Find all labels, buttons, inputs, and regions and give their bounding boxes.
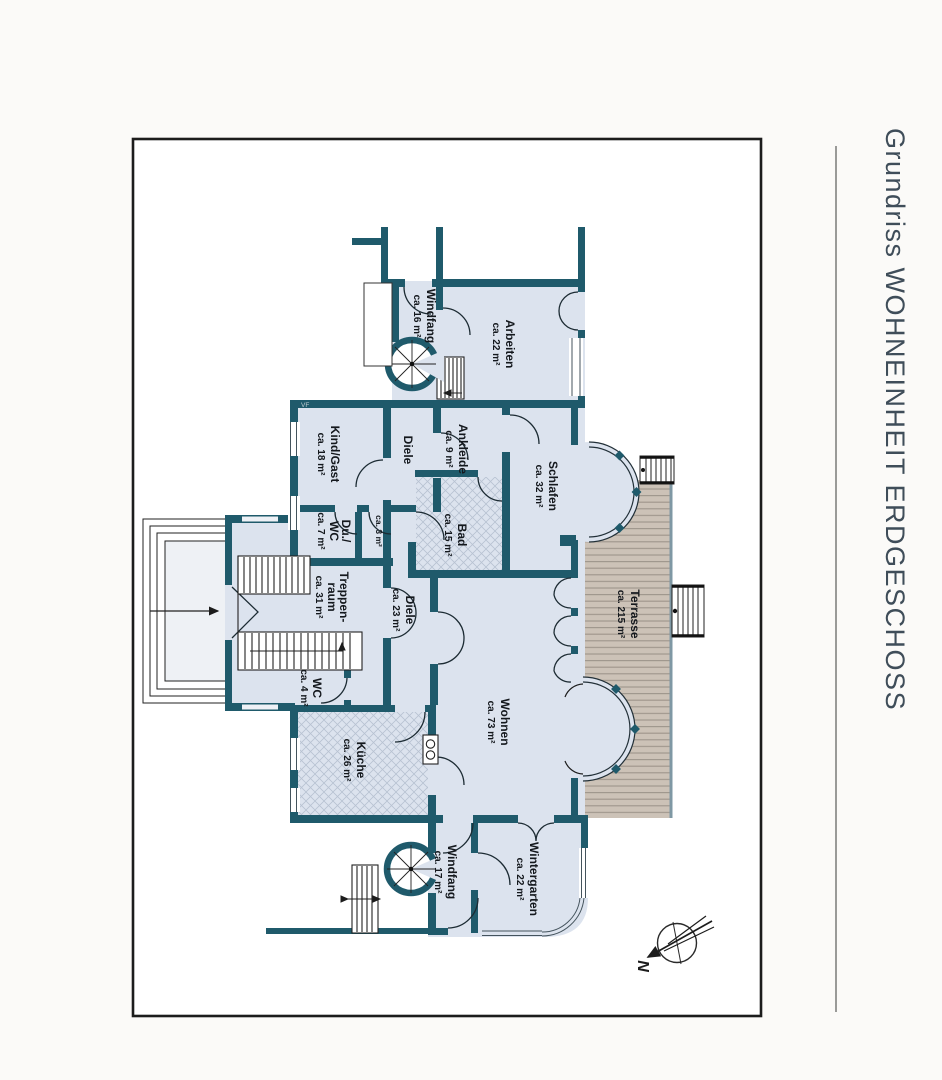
- tiled-floors: [298, 477, 505, 816]
- u-staircase: [237, 555, 363, 671]
- svg-text:ca. 9 m²: ca. 9 m²: [443, 430, 454, 468]
- svg-text:ca. 215 m²: ca. 215 m²: [615, 590, 626, 639]
- svg-text:ca. 22 m²: ca. 22 m²: [514, 858, 525, 901]
- svg-text:Diele: Diele: [401, 436, 415, 465]
- schlafen-bay-window: [539, 441, 642, 543]
- room-label-arbeiten: Arbeiten ca. 22 m²: [490, 320, 517, 369]
- svg-text:ca. 18 m²: ca. 18 m²: [315, 433, 326, 476]
- svg-text:ca. 31 m²: ca. 31 m²: [313, 576, 324, 619]
- room-label-kueche: Küche ca. 26 m²: [341, 739, 368, 782]
- spiral-staircase-bottom: [383, 841, 443, 897]
- room-label-terrasse: Terrasse ca. 215 m²: [615, 589, 642, 638]
- room-label-wohnen: Wohnen ca. 73 m²: [485, 698, 512, 745]
- svg-text:ca. 73 m²: ca. 73 m²: [485, 701, 496, 744]
- room-label-schlafen: Schlafen ca. 32 m²: [533, 461, 560, 511]
- wall-stamp: VF: [301, 402, 309, 409]
- room-label-diele: Diele ca. 23 m²: [390, 589, 417, 632]
- svg-text:ca. 17 m²: ca. 17 m²: [432, 851, 443, 894]
- svg-text:Bad: Bad: [455, 524, 469, 547]
- svg-text:WC: WC: [310, 678, 324, 698]
- room-label-wintergarten: Wintergarten ca. 22 m²: [514, 842, 541, 916]
- svg-text:ca. 7 m²: ca. 7 m²: [315, 512, 326, 550]
- svg-text:Schlafen: Schlafen: [546, 461, 560, 511]
- svg-text:ca. 32 m²: ca. 32 m²: [533, 465, 544, 508]
- svg-text:ca. 22 m²: ca. 22 m²: [490, 323, 501, 366]
- svg-text:Diele: Diele: [403, 596, 417, 625]
- windows: [242, 338, 588, 937]
- room-label-treppenraum: Treppen- raum ca. 31 m²: [313, 572, 351, 623]
- compass-north-icon: N: [634, 915, 715, 972]
- svg-text:Du./: Du./: [339, 520, 353, 543]
- room-label-windfang-unten: Windfang ca. 17 m²: [432, 845, 459, 900]
- terrace-stair-right: [671, 584, 705, 638]
- svg-text:ca. 3 m²: ca. 3 m²: [374, 515, 384, 547]
- svg-text:ca. 16 m²: ca. 16 m²: [411, 295, 422, 338]
- svg-text:Arbeiten: Arbeiten: [503, 320, 517, 369]
- svg-text:Wintergarten: Wintergarten: [527, 842, 541, 916]
- svg-text:Terrasse: Terrasse: [628, 589, 642, 638]
- room-label-kind-gast: Kind/Gast ca. 18 m²: [315, 426, 342, 483]
- svg-text:Treppen-: Treppen-: [337, 572, 351, 623]
- room-label-diele-klein: Diele: [401, 436, 415, 465]
- svg-text:raum: raum: [325, 582, 339, 611]
- svg-text:ca. 4 m²: ca. 4 m²: [298, 669, 309, 707]
- svg-text:ca. 23 m²: ca. 23 m²: [390, 589, 401, 632]
- terrace-stair-top: [639, 455, 675, 485]
- svg-text:Windfang: Windfang: [445, 845, 459, 900]
- svg-text:Kind/Gast: Kind/Gast: [328, 426, 342, 483]
- room-label-bad: Bad ca. 15 m²: [442, 514, 469, 557]
- svg-text:ca. 26 m²: ca. 26 m²: [341, 739, 352, 782]
- svg-text:ca. 15 m²: ca. 15 m²: [442, 514, 453, 557]
- plan-title: Grundriss WOHNEINHEIT ERDGESCHOSS: [880, 128, 910, 712]
- room-label-ankleide: Ankleide ca. 9 m²: [443, 424, 470, 474]
- annex-outline: [363, 282, 393, 367]
- room-labels: Windfang ca. 16 m² Arbeiten ca. 22 m² Ki…: [298, 289, 642, 916]
- room-label-abstellraum: ca. 3 m²: [374, 515, 384, 547]
- stove-icon: [422, 734, 439, 765]
- title-separator-line: [835, 146, 837, 1012]
- svg-text:WC: WC: [327, 521, 341, 541]
- straight-stair-bottom: [340, 864, 382, 934]
- entrance-portico: [142, 518, 225, 704]
- wohnen-bay-window: [531, 676, 640, 782]
- room-label-wc: WC ca. 4 m²: [298, 669, 324, 707]
- door-swings: [231, 286, 579, 929]
- room-label-windfang-oben: Windfang ca. 16 m²: [411, 289, 438, 344]
- compass-north-label: N: [634, 960, 651, 972]
- svg-text:Küche: Küche: [354, 742, 368, 779]
- svg-text:Ankleide: Ankleide: [456, 424, 470, 474]
- svg-text:Wohnen: Wohnen: [498, 698, 512, 745]
- svg-text:Windfang: Windfang: [424, 289, 438, 344]
- room-label-du-wc: Du./ WC ca. 7 m²: [315, 512, 353, 550]
